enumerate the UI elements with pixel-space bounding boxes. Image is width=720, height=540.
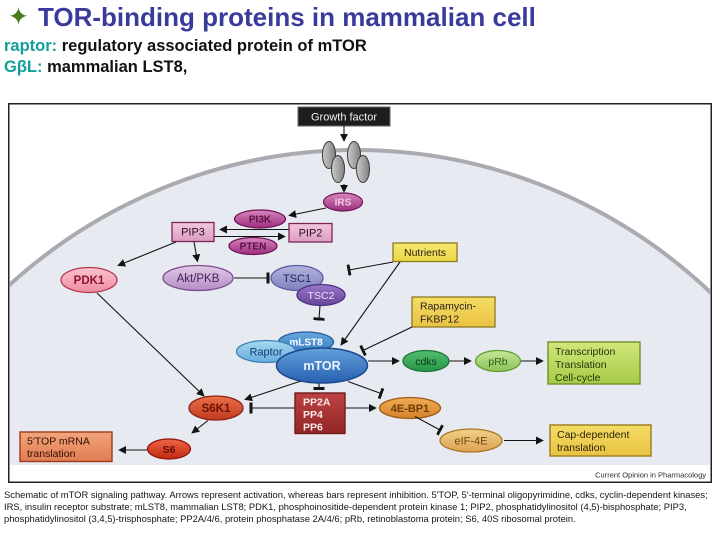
cap-box bbox=[549, 424, 652, 457]
4ebp1-label: 4E-BP1 bbox=[391, 403, 430, 415]
irs-label: IRS bbox=[335, 198, 352, 209]
rapamycin-box bbox=[411, 296, 496, 328]
nutrients-box bbox=[392, 242, 458, 263]
akt-label: Akt/PKB bbox=[177, 273, 220, 285]
tsc2-label: TSC2 bbox=[308, 290, 335, 302]
inhibit-rapamycin-mtor bbox=[359, 326, 413, 357]
arrow-pdk1-s6k1 bbox=[96, 292, 205, 397]
5top-label-line1: 5′TOP mRNA bbox=[27, 436, 90, 448]
irs-node bbox=[322, 192, 364, 212]
cap-label-line2: translation bbox=[557, 442, 606, 454]
arrow-irs-pi3k bbox=[288, 207, 327, 219]
s6-label: S6 bbox=[163, 444, 176, 456]
5top-box bbox=[19, 431, 113, 463]
5top-label-line2: translation bbox=[27, 448, 76, 460]
eif4e-node bbox=[439, 428, 503, 453]
definition-raptor: raptor: regulatory associated protein of… bbox=[4, 37, 367, 56]
slide-header: ✦ TOR-binding proteins in mammalian cell bbox=[8, 2, 536, 33]
tsc1-node bbox=[270, 264, 324, 292]
s6k1-node bbox=[188, 395, 244, 421]
arrow-pip3-akt bbox=[192, 241, 201, 263]
arrow-mtor-s6k1 bbox=[244, 380, 302, 402]
pathway-diagram: Growth factor IRS PI3K PIP3 PIP2 PTEN PD… bbox=[8, 103, 712, 483]
nutrients-label: Nutrients bbox=[404, 247, 446, 259]
transcription-label-line2: Translation bbox=[555, 359, 607, 371]
def-raptor-text: regulatory associated protein of mTOR bbox=[57, 37, 367, 55]
term-gbl: GβL: bbox=[4, 58, 43, 76]
page-title: TOR-binding proteins in mammalian cell bbox=[37, 2, 536, 32]
pten-label: PTEN bbox=[240, 242, 267, 253]
4ebp1-node bbox=[378, 396, 442, 420]
pp-label-line3: PP6 bbox=[303, 422, 323, 434]
journal-credit: Current Opinion in Pharmacology bbox=[595, 471, 706, 480]
pip3-box bbox=[171, 221, 215, 243]
pp-label-line2: PP4 bbox=[303, 409, 323, 421]
rapamycin-label-line2: FKBP12 bbox=[420, 314, 459, 326]
s6-node bbox=[146, 438, 192, 460]
pp-box bbox=[294, 392, 346, 435]
rapamycin-label-line1: Rapamycin- bbox=[420, 301, 477, 313]
arrow-nutrients-mtor bbox=[340, 261, 401, 346]
inhibit-nutrients-tsc2 bbox=[346, 261, 394, 276]
inhibit-mtor-4ebp1 bbox=[347, 380, 385, 400]
pip3-label: PIP3 bbox=[181, 227, 205, 239]
tsc1-label: TSC1 bbox=[283, 273, 311, 285]
s6k1-label: S6K1 bbox=[202, 403, 231, 415]
prb-node bbox=[474, 349, 522, 373]
cap-label-line1: Cap-dependent bbox=[557, 429, 629, 441]
cdks-label: cdks bbox=[415, 356, 437, 368]
arrow-pip3-pdk1 bbox=[117, 241, 177, 267]
transcription-label-line3: Cell-cycle bbox=[555, 372, 601, 384]
pdk1-node bbox=[60, 266, 118, 294]
pi3k-node bbox=[233, 209, 287, 229]
term-raptor: raptor: bbox=[4, 37, 58, 55]
pi3k-label: PI3K bbox=[249, 215, 272, 226]
inhibit-4ebp1-eif4e bbox=[414, 416, 444, 436]
arrow-s6k1-s6 bbox=[191, 420, 209, 434]
mlst8-label: mLST8 bbox=[289, 338, 323, 349]
eif4e-label: eIF-4E bbox=[454, 436, 487, 448]
figure-caption: Schematic of mTOR signaling pathway. Arr… bbox=[4, 489, 708, 524]
prb-label: pRb bbox=[488, 356, 507, 368]
cdks-node bbox=[402, 349, 450, 373]
raptor-label: Raptor bbox=[249, 347, 282, 359]
transcription-label-line1: Transcription bbox=[555, 346, 615, 358]
mtor-node bbox=[275, 347, 369, 384]
pp-label-line1: PP2A bbox=[303, 397, 331, 409]
definition-gbl: GβL: mammalian LST8, bbox=[4, 58, 187, 77]
star-icon: ✦ bbox=[8, 3, 29, 31]
inhibit-tsc2-mtor bbox=[313, 305, 325, 321]
pip2-label: PIP2 bbox=[299, 228, 323, 240]
transcription-box bbox=[547, 341, 641, 385]
pip2-box bbox=[288, 222, 333, 243]
mtor-label: mTOR bbox=[303, 359, 340, 373]
receptor-icon bbox=[322, 141, 370, 183]
def-gbl-text: mammalian LST8, bbox=[42, 58, 188, 76]
tsc2-node bbox=[296, 283, 346, 307]
growth-factor-label: Growth factor bbox=[311, 112, 377, 124]
pten-node bbox=[228, 236, 278, 256]
pdk1-label: PDK1 bbox=[74, 275, 105, 287]
akt-node bbox=[162, 264, 234, 292]
